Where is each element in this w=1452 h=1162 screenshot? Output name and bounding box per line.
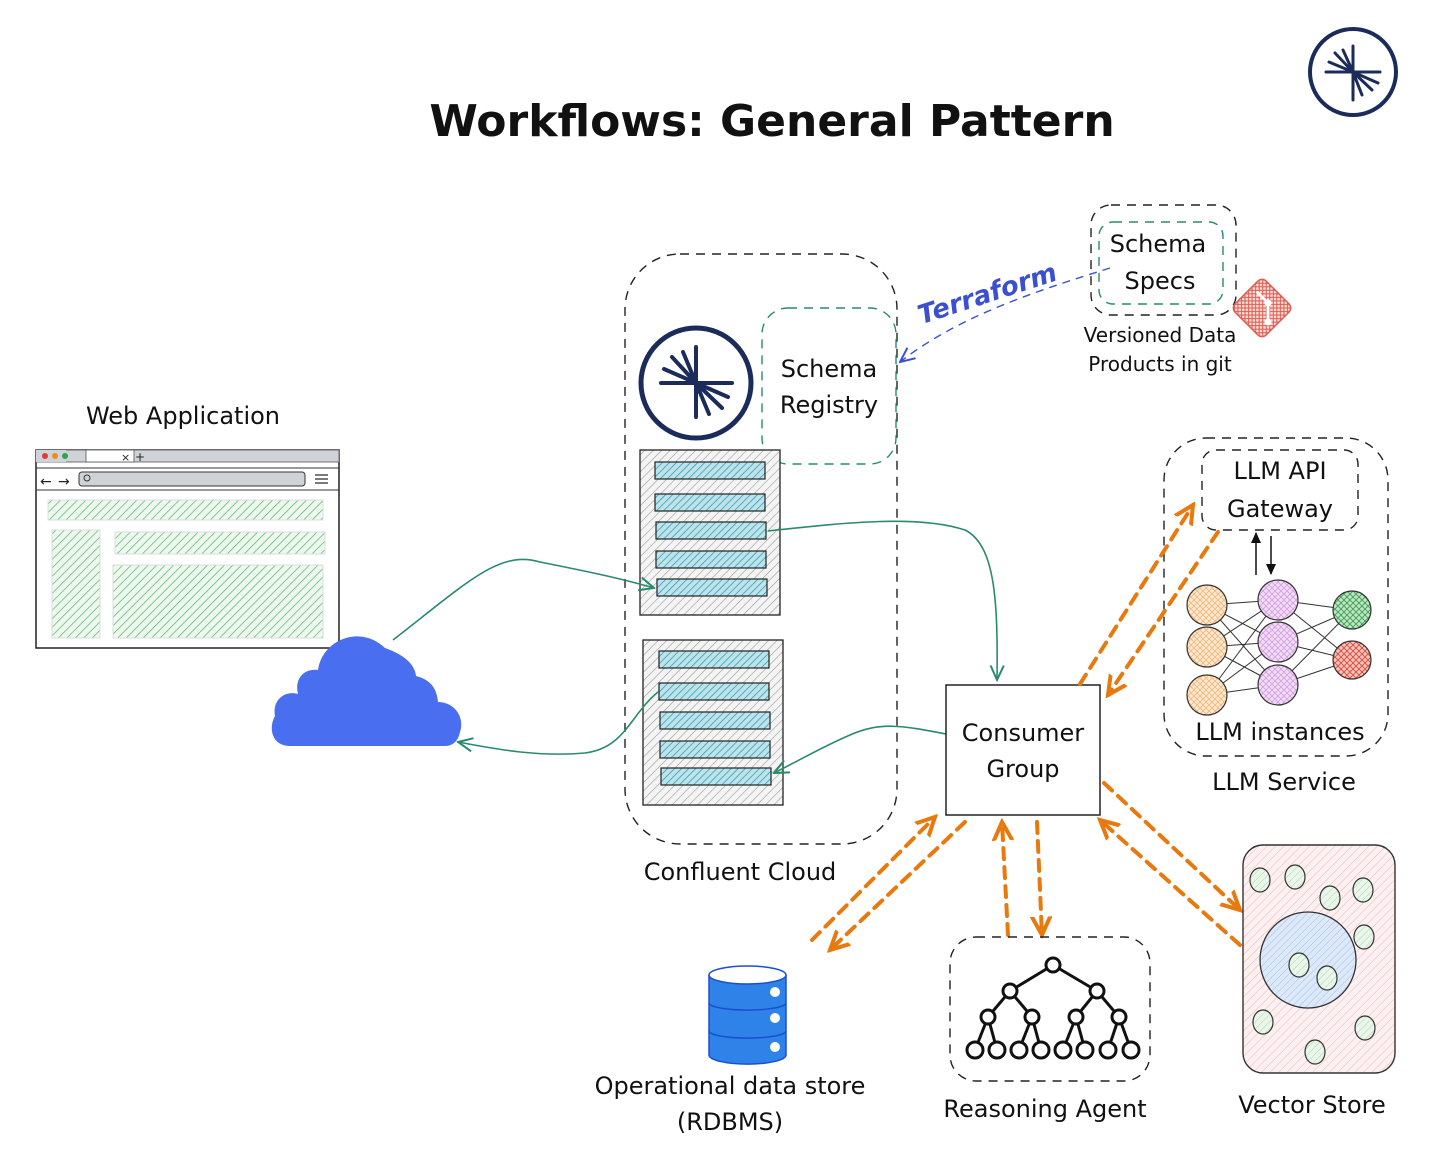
tree-node [1110,1008,1128,1026]
schema-specs-outer [1090,204,1237,316]
neural-network-icon [1186,579,1372,716]
flow-consumer-to-topic [774,725,947,773]
tree-node [1001,982,1019,1000]
flow-agent-to-consumer [1002,822,1008,937]
tab-close-icon: × [121,451,130,464]
topic-partitions-output [642,639,784,806]
schema-specs-label-line2: Specs [1125,267,1196,295]
browser-window-icon: × + ← → [35,449,340,649]
search-icon [83,474,91,482]
versioned-label-line1: Versioned Data [1084,323,1237,347]
llm-service-label: LLM Service [1212,768,1356,796]
tree-node [1075,1040,1095,1060]
flow-terraform [900,267,1111,362]
flow-consumer-to-vector [1102,781,1240,910]
vector-store-label: Vector Store [1238,1091,1386,1119]
page-title: Workflows: General Pattern [429,96,1114,147]
cloud-icon [271,636,462,746]
tree-icon [965,956,1141,1060]
tree-node [1044,956,1062,974]
llm-gateway-box [1201,449,1359,531]
git-icon [1232,278,1292,338]
address-bar [78,471,306,487]
tree-node [1009,1040,1029,1060]
vector-store-icon [1242,844,1396,1074]
tree-node [979,1008,997,1026]
versioned-label-line2: Products in git [1088,352,1232,376]
new-tab-icon: + [135,450,145,464]
tree-node [1088,982,1106,1000]
tree-edge [1052,963,1098,993]
tree-node [1121,1040,1141,1060]
web-app-label: Web Application [86,402,280,430]
flow-cloud-to-topic [392,558,654,641]
topic-partitions-input [639,449,781,616]
tree-node [1031,1040,1051,1060]
confluent-cloud-container [624,253,898,845]
window-minimize-dot [52,453,58,459]
tree-node [965,1040,985,1060]
tree-node [1067,1008,1085,1026]
window-close-dot [42,453,48,459]
consumer-group-label-line1: Consumer [962,719,1085,747]
confluent-cloud-label: Confluent Cloud [644,858,837,886]
confluent-logo-icon [1308,27,1398,117]
schema-registry-label-line1: Schema [781,355,878,383]
tree-node [1053,1040,1073,1060]
reasoning-agent-label: Reasoning Agent [943,1095,1146,1123]
rdbms-label-line1: Operational data store [595,1072,866,1100]
schema-registry-label-line2: Registry [780,391,878,419]
flow-consumer-to-llm [1078,505,1193,686]
schema-registry-box [761,307,897,465]
database-icon [708,965,787,1065]
flow-vector-to-consumer [1100,820,1242,947]
consumer-group-label-line2: Group [986,755,1059,783]
llm-gateway-label-line1: LLM API [1233,457,1326,485]
flow-topic-to-cloud [458,691,659,755]
consumer-group-box [945,684,1101,816]
tree-node [1023,1008,1041,1026]
schema-specs-box [1098,221,1224,305]
flow-llm-to-consumer [1108,530,1220,695]
tree-node [1098,1040,1118,1060]
llm-service-container [1163,437,1389,757]
llm-instances-label: LLM instances [1195,718,1364,746]
forward-arrow-icon: → [58,474,70,490]
tree-node [987,1040,1007,1060]
back-arrow-icon: ← [40,474,52,490]
window-maximize-dot [62,453,68,459]
schema-specs-label-line1: Schema [1110,230,1207,258]
rdbms-label-line2: (RDBMS) [677,1108,783,1136]
llm-gateway-label-line2: Gateway [1227,495,1333,523]
flow-rdbms-to-consumer [810,817,935,942]
flow-consumer-to-agent [1037,820,1042,935]
terraform-label: Terraform [914,258,1061,331]
hamburger-menu-icon [315,474,328,484]
flow-consumer-to-rdbms [830,820,967,950]
confluent-logo-icon [638,325,754,441]
flow-topic-to-consumer [767,520,997,680]
